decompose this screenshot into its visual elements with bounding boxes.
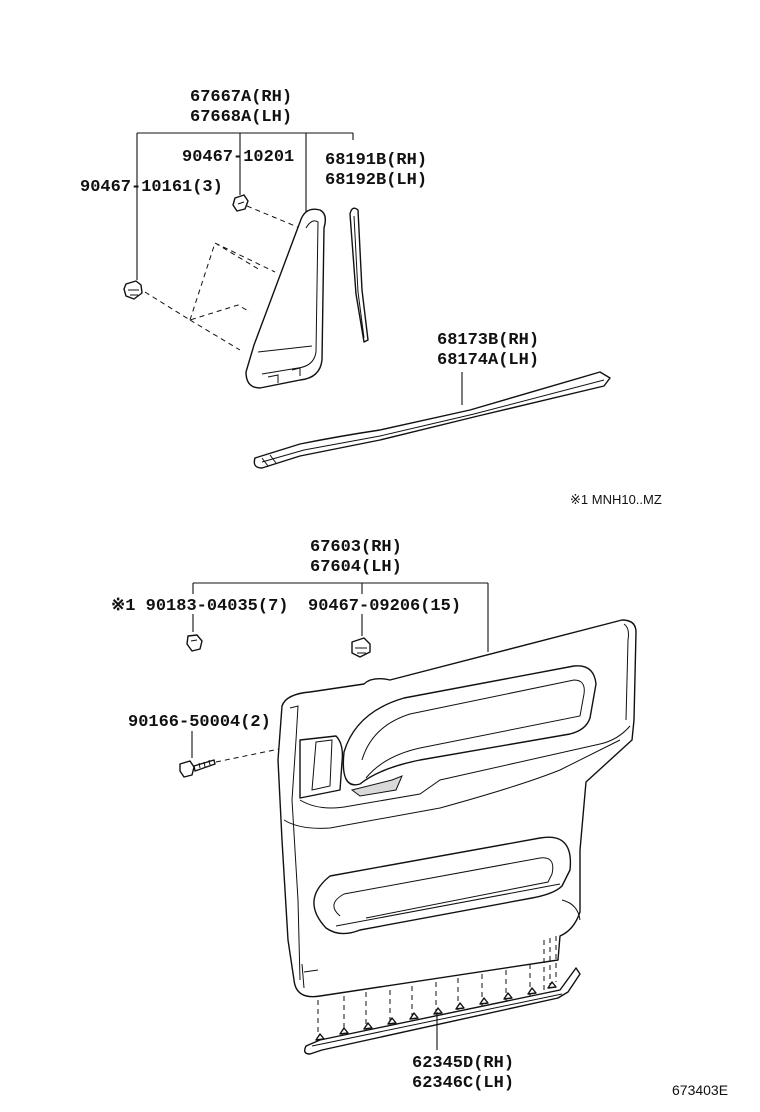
label-door-panel-lh: 67604(LH)	[310, 558, 402, 577]
label-belt-molding-rh: 68173B(RH)	[437, 331, 539, 350]
model-note: ※1 MNH10..MZ	[570, 492, 662, 507]
label-clip-top: 90467-10201	[182, 148, 294, 167]
upper-trim-panel	[245, 208, 327, 389]
clip-icon	[232, 194, 249, 212]
door-trim-panel	[277, 619, 637, 998]
label-clip-left: 90467-10161(3)	[80, 178, 223, 197]
label-clip-panel: 90467-09206(15)	[308, 597, 461, 616]
label-upper-trim-lh: 67668A(LH)	[190, 108, 292, 127]
belt-molding	[253, 371, 611, 469]
screw-icon	[179, 759, 216, 778]
label-door-panel-rh: 67603(RH)	[310, 538, 402, 557]
diagram-code: 673403E	[672, 1082, 728, 1098]
grommet-icon	[186, 634, 203, 652]
dash-screw	[215, 747, 285, 763]
label-clip-note: ※1 90183-04035(7)	[111, 597, 288, 616]
leader-clips	[192, 614, 363, 636]
clip-icon	[351, 637, 371, 658]
label-belt-molding-lh: 68174A(LH)	[437, 351, 539, 370]
leader-upper-trim	[136, 132, 354, 280]
label-upper-trim-rh: 67667A(RH)	[190, 88, 292, 107]
dash-clip-top	[246, 205, 301, 229]
label-weatherstrip-lh: 68192B(LH)	[325, 171, 427, 190]
leader-door-panel	[192, 582, 489, 652]
weatherstrip	[349, 207, 369, 343]
dash-upper-trim	[144, 242, 276, 351]
label-lower-strip-rh: 62345D(RH)	[412, 1054, 514, 1073]
label-lower-strip-lh: 62346C(LH)	[412, 1074, 514, 1093]
push-rivet-icon	[123, 280, 143, 300]
dash-clip-positions	[317, 936, 557, 1035]
label-weatherstrip-rh: 68191B(RH)	[325, 151, 427, 170]
label-screw: 90166-50004(2)	[128, 713, 271, 732]
